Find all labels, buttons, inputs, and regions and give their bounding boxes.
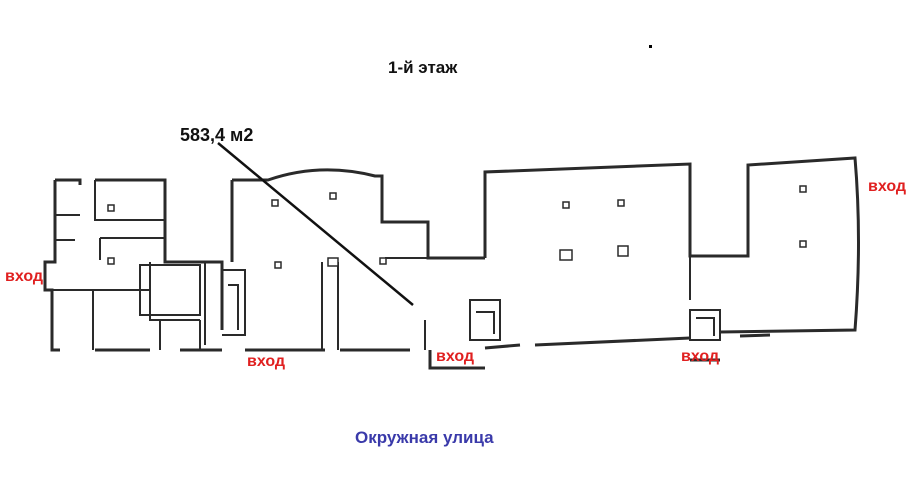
column	[329, 192, 337, 200]
right-inner-walls	[689, 256, 721, 341]
column	[617, 245, 629, 257]
left-stair-block	[222, 269, 246, 336]
column	[327, 257, 339, 267]
entrance-label-right: вход	[681, 348, 720, 365]
column	[271, 199, 279, 207]
left-wing-inner-walls	[52, 180, 206, 350]
entrance-label-middle-left: вход	[247, 353, 286, 370]
entrance-label-far-right: вход	[868, 178, 907, 195]
middle-inner-walls	[321, 257, 501, 350]
column	[107, 257, 115, 265]
column	[799, 185, 807, 193]
walls	[43, 156, 860, 370]
entrance-label-center: вход	[436, 348, 475, 365]
column	[617, 199, 625, 207]
area-leader-line	[217, 142, 414, 306]
area-label: 583,4 м2	[180, 125, 254, 145]
column	[107, 204, 115, 212]
column	[562, 201, 570, 209]
column	[559, 249, 573, 261]
entrance-label-left: вход	[5, 268, 44, 285]
dot-mark	[649, 45, 652, 48]
column	[799, 240, 807, 248]
columns	[107, 185, 807, 269]
column	[379, 257, 387, 265]
floor-title: 1-й этаж	[388, 58, 458, 77]
column	[274, 261, 282, 269]
middle-section-outline	[230, 168, 485, 370]
street-label: Окружная улица	[355, 428, 494, 447]
right-section-outline	[483, 156, 860, 362]
left-wing-outline	[43, 178, 224, 352]
